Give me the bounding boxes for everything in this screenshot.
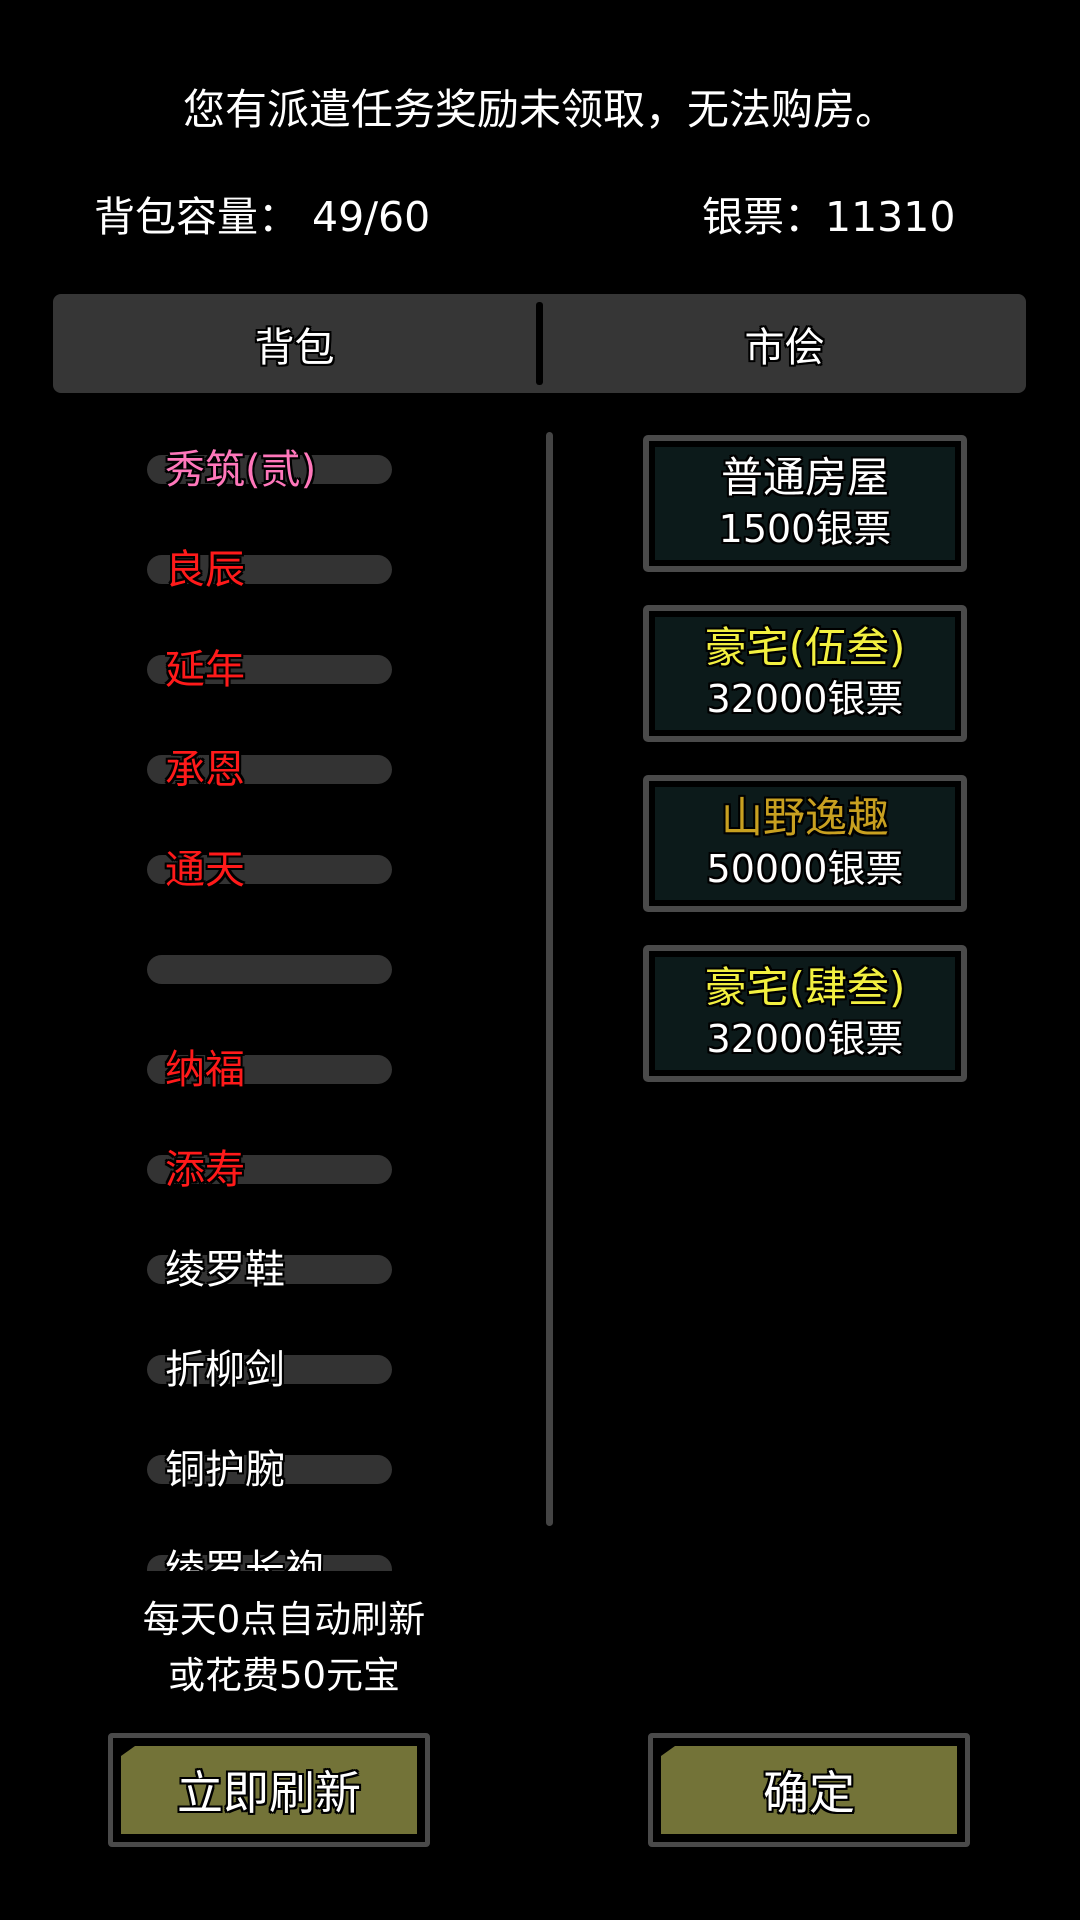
item-slot-bar bbox=[147, 955, 392, 984]
bag-item[interactable] bbox=[140, 920, 520, 1020]
bag-item[interactable]: 承恩 bbox=[140, 720, 520, 820]
house-price: 50000银票 bbox=[706, 847, 904, 891]
bag-item-name: 秀筑(贰) bbox=[165, 447, 317, 493]
item-slot-bar bbox=[147, 555, 392, 584]
bag-item-name: 承恩 bbox=[165, 747, 245, 793]
bag-item[interactable]: 折柳剑 bbox=[140, 1320, 520, 1420]
item-slot-bar bbox=[147, 755, 392, 784]
shop-house-card[interactable]: 山野逸趣 50000银票 bbox=[643, 775, 967, 912]
bag-item-name: 绫罗鞋 bbox=[165, 1247, 285, 1293]
tab-bar: 背包 市侩 bbox=[53, 294, 1026, 393]
bag-item[interactable]: 铜护腕 bbox=[140, 1420, 520, 1520]
silver-label: 银票： bbox=[702, 193, 825, 241]
item-slot-bar bbox=[147, 1055, 392, 1084]
bag-item-name: 延年 bbox=[165, 647, 245, 693]
bag-capacity: 背包容量： 49/60 bbox=[94, 183, 430, 243]
item-slot-bar bbox=[147, 1255, 392, 1284]
house-title: 豪宅(肆叁) bbox=[704, 963, 906, 1012]
silver-value: 11310 bbox=[825, 193, 956, 241]
refresh-now-button[interactable]: 立即刷新 bbox=[108, 1733, 430, 1847]
scrollbar[interactable] bbox=[546, 432, 553, 1526]
bag-item[interactable]: 绫罗长袍 bbox=[140, 1520, 520, 1571]
bag-item[interactable]: 纳福 bbox=[140, 1020, 520, 1120]
bag-item-name: 添寿 bbox=[165, 1147, 245, 1193]
house-title: 山野逸趣 bbox=[720, 793, 889, 842]
bag-item-list[interactable]: 秀筑(贰) 良辰延年承恩通天纳福添寿绫罗鞋折柳剑铜护腕绫罗长袍 bbox=[140, 420, 520, 1571]
bag-item[interactable]: 添寿 bbox=[140, 1120, 520, 1220]
house-price: 32000银票 bbox=[706, 677, 904, 721]
item-slot-bar bbox=[147, 1555, 392, 1571]
confirm-label: 确定 bbox=[661, 1746, 957, 1834]
bag-capacity-label: 背包容量： bbox=[94, 193, 299, 241]
bag-capacity-value: 49/60 bbox=[312, 193, 431, 241]
shop-house-card[interactable]: 豪宅(伍叁) 32000银票 bbox=[643, 605, 967, 742]
item-slot-bar bbox=[147, 655, 392, 684]
item-slot-bar bbox=[147, 855, 392, 884]
confirm-button[interactable]: 确定 bbox=[648, 1733, 970, 1847]
silver-balance: 银票：11310 bbox=[702, 183, 955, 243]
bag-item-name: 折柳剑 bbox=[165, 1347, 285, 1393]
refresh-note-line2: 或花费50元宝 bbox=[167, 1654, 401, 1697]
bag-item-name: 良辰 bbox=[165, 547, 245, 593]
tab-market[interactable]: 市侩 bbox=[744, 324, 825, 371]
bag-item-name: 纳福 bbox=[165, 1047, 245, 1093]
bag-item[interactable]: 绫罗鞋 bbox=[140, 1220, 520, 1320]
item-slot-bar bbox=[147, 1155, 392, 1184]
shop-house-card[interactable]: 普通房屋 1500银票 bbox=[643, 435, 967, 572]
shop-house-card[interactable]: 豪宅(肆叁) 32000银票 bbox=[643, 945, 967, 1082]
item-slot-bar bbox=[147, 455, 392, 484]
bag-item[interactable]: 通天 bbox=[140, 820, 520, 920]
bag-item[interactable]: 延年 bbox=[140, 620, 520, 720]
bag-item-name: 绫罗长袍 bbox=[165, 1547, 325, 1571]
refresh-note-line1: 每天0点自动刷新 bbox=[142, 1598, 426, 1641]
bag-item[interactable]: 良辰 bbox=[140, 520, 520, 620]
bag-item[interactable]: 秀筑(贰) bbox=[140, 420, 520, 520]
bag-item-name: 通天 bbox=[165, 847, 245, 893]
item-slot-bar bbox=[147, 1355, 392, 1384]
house-title: 普通房屋 bbox=[720, 453, 889, 502]
refresh-note: 每天0点自动刷新 或花费50元宝 bbox=[84, 1592, 484, 1704]
refresh-now-label: 立即刷新 bbox=[121, 1746, 417, 1834]
tab-bag[interactable]: 背包 bbox=[254, 324, 335, 371]
tab-divider bbox=[536, 302, 543, 385]
item-slot-bar bbox=[147, 1455, 392, 1484]
toast-message: 您有派遣任务奖励未领取，无法购房。 bbox=[182, 85, 897, 134]
house-title: 豪宅(伍叁) bbox=[704, 623, 906, 672]
house-price: 1500银票 bbox=[718, 507, 892, 551]
bag-item-name: 铜护腕 bbox=[165, 1447, 285, 1493]
house-price: 32000银票 bbox=[706, 1017, 904, 1061]
